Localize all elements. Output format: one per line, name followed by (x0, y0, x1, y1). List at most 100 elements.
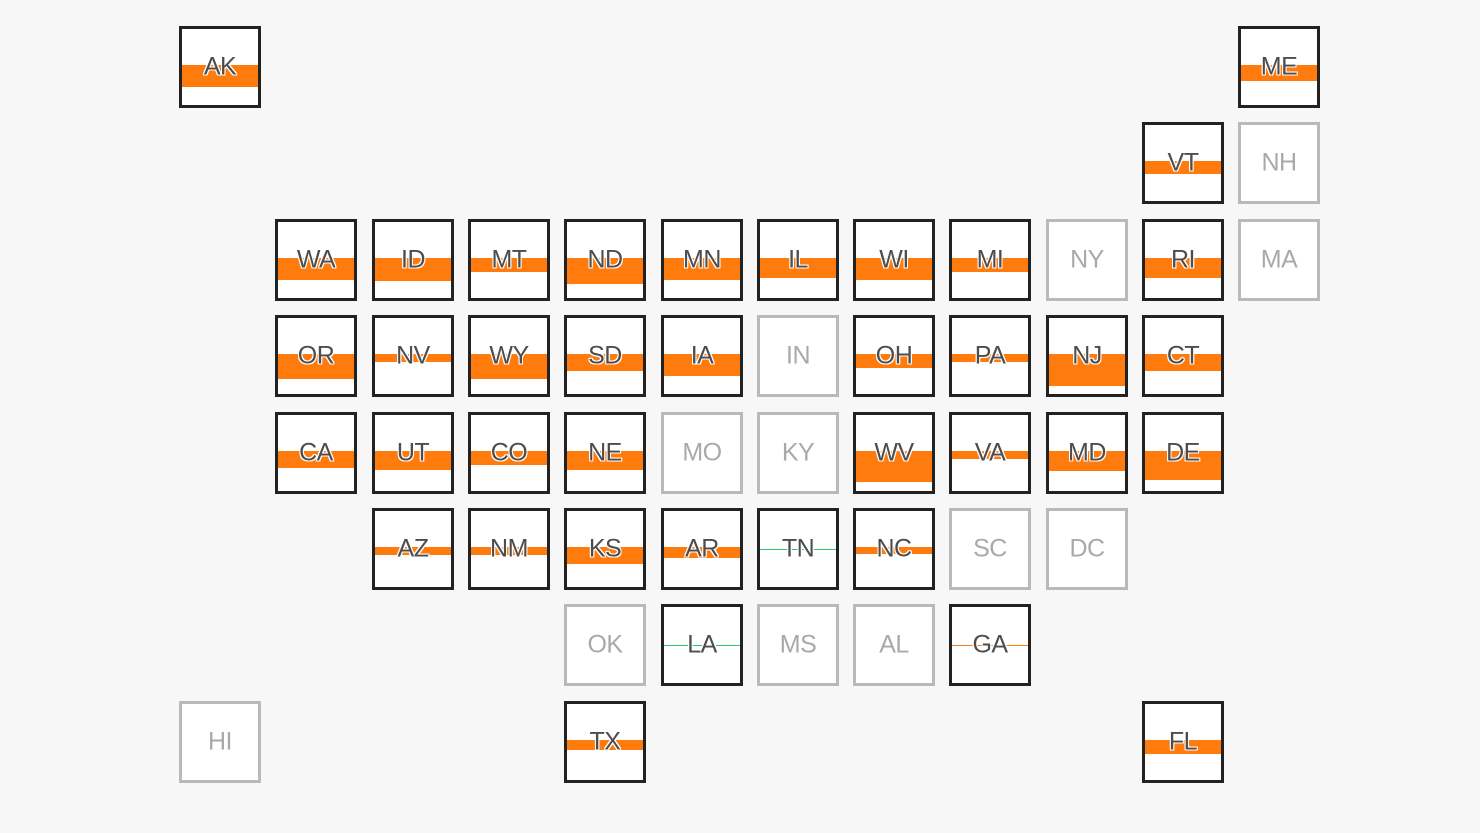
state-tile-dc[interactable]: DC (1046, 508, 1128, 590)
state-abbr-label: WY (489, 341, 529, 370)
state-tile-pa[interactable]: PA (949, 315, 1031, 397)
state-abbr-label: AR (685, 534, 719, 563)
state-tile-wv[interactable]: WV (853, 412, 935, 494)
state-value-bar (664, 258, 740, 280)
state-tile-mn[interactable]: MN (661, 219, 743, 301)
state-tile-ma[interactable]: MA (1238, 219, 1320, 301)
state-abbr-label: MA (1260, 245, 1298, 274)
state-abbr-label: AL (879, 630, 909, 659)
state-value-bar (1145, 161, 1221, 174)
state-tile-la[interactable]: LA (661, 604, 743, 686)
state-tile-al[interactable]: AL (853, 604, 935, 686)
state-tile-ut[interactable]: UT (372, 412, 454, 494)
state-tile-mi[interactable]: MI (949, 219, 1031, 301)
state-tile-sd[interactable]: SD (564, 315, 646, 397)
state-value-bar (664, 547, 740, 559)
state-tile-wi[interactable]: WI (853, 219, 935, 301)
state-tile-nc[interactable]: NC (853, 508, 935, 590)
state-abbr-label: PA (974, 341, 1006, 370)
state-value-bar (567, 740, 643, 750)
state-tile-mt[interactable]: MT (468, 219, 550, 301)
state-tile-ok[interactable]: OK (564, 604, 646, 686)
state-value-bar (471, 451, 547, 466)
state-tile-ri[interactable]: RI (1142, 219, 1224, 301)
state-tile-va[interactable]: VA (949, 412, 1031, 494)
state-tile-ky[interactable]: KY (757, 412, 839, 494)
state-tile-ne[interactable]: NE (564, 412, 646, 494)
state-abbr-label: WI (879, 245, 909, 274)
state-tile-tn[interactable]: TN (757, 508, 839, 590)
state-tile-hi[interactable]: HI (179, 701, 261, 783)
state-abbr-label: NC (876, 534, 912, 563)
state-tile-nd[interactable]: ND (564, 219, 646, 301)
state-abbr-label: NM (490, 534, 528, 563)
state-tile-ks[interactable]: KS (564, 508, 646, 590)
state-abbr-label: OR (297, 341, 335, 370)
state-value-bar (856, 354, 932, 369)
state-tile-ga[interactable]: GA (949, 604, 1031, 686)
state-abbr-label: OK (587, 630, 623, 659)
state-tile-de[interactable]: DE (1142, 412, 1224, 494)
state-value-bar (760, 548, 836, 550)
state-value-bar (375, 451, 451, 470)
state-value-bar (664, 644, 740, 646)
state-abbr-label: MO (682, 438, 722, 467)
state-abbr-label: VA (974, 438, 1006, 467)
state-value-bar (375, 258, 451, 282)
state-tile-or[interactable]: OR (275, 315, 357, 397)
state-abbr-label: MD (1068, 438, 1106, 467)
state-value-bar (471, 354, 547, 379)
state-tile-fl[interactable]: FL (1142, 701, 1224, 783)
state-tile-ca[interactable]: CA (275, 412, 357, 494)
state-abbr-label: ME (1260, 52, 1298, 81)
state-abbr-label: MS (779, 630, 817, 659)
state-tile-ar[interactable]: AR (661, 508, 743, 590)
state-abbr-label: TN (781, 534, 815, 563)
state-tile-me[interactable]: ME (1238, 26, 1320, 108)
state-value-bar (278, 451, 354, 469)
state-tile-ia[interactable]: IA (661, 315, 743, 397)
state-abbr-label: LA (687, 630, 717, 659)
state-tile-id[interactable]: ID (372, 219, 454, 301)
state-value-bar (952, 644, 1028, 646)
state-value-bar (952, 258, 1028, 273)
state-value-bar (567, 258, 643, 285)
state-abbr-label: WV (874, 438, 914, 467)
state-tile-oh[interactable]: OH (853, 315, 935, 397)
state-tile-nj[interactable]: NJ (1046, 315, 1128, 397)
state-abbr-label: IN (786, 341, 811, 370)
state-tile-vt[interactable]: VT (1142, 122, 1224, 204)
state-tile-md[interactable]: MD (1046, 412, 1128, 494)
state-value-bar (375, 547, 451, 556)
state-tile-nm[interactable]: NM (468, 508, 550, 590)
state-value-bar (1049, 354, 1125, 387)
state-tile-az[interactable]: AZ (372, 508, 454, 590)
state-tile-wa[interactable]: WA (275, 219, 357, 301)
state-tile-ct[interactable]: CT (1142, 315, 1224, 397)
state-value-bar (664, 354, 740, 376)
state-tile-co[interactable]: CO (468, 412, 550, 494)
state-abbr-label: GA (972, 630, 1008, 659)
state-abbr-label: NH (1261, 148, 1297, 177)
state-tile-sc[interactable]: SC (949, 508, 1031, 590)
state-value-bar (567, 354, 643, 372)
state-tile-mo[interactable]: MO (661, 412, 743, 494)
state-abbr-label: OH (875, 341, 913, 370)
state-abbr-label: AK (203, 52, 237, 81)
state-value-bar (1049, 451, 1125, 472)
state-tile-ak[interactable]: AK (179, 26, 261, 108)
state-tile-in[interactable]: IN (757, 315, 839, 397)
state-tile-wy[interactable]: WY (468, 315, 550, 397)
state-abbr-label: FL (1168, 727, 1198, 756)
state-tile-tx[interactable]: TX (564, 701, 646, 783)
state-value-bar (1145, 354, 1221, 372)
state-tile-ms[interactable]: MS (757, 604, 839, 686)
state-abbr-label: UT (396, 438, 430, 467)
state-tile-nh[interactable]: NH (1238, 122, 1320, 204)
state-tile-ny[interactable]: NY (1046, 219, 1128, 301)
state-tile-il[interactable]: IL (757, 219, 839, 301)
state-abbr-label: ID (401, 245, 426, 274)
state-abbr-label: CT (1166, 341, 1200, 370)
state-tile-nv[interactable]: NV (372, 315, 454, 397)
